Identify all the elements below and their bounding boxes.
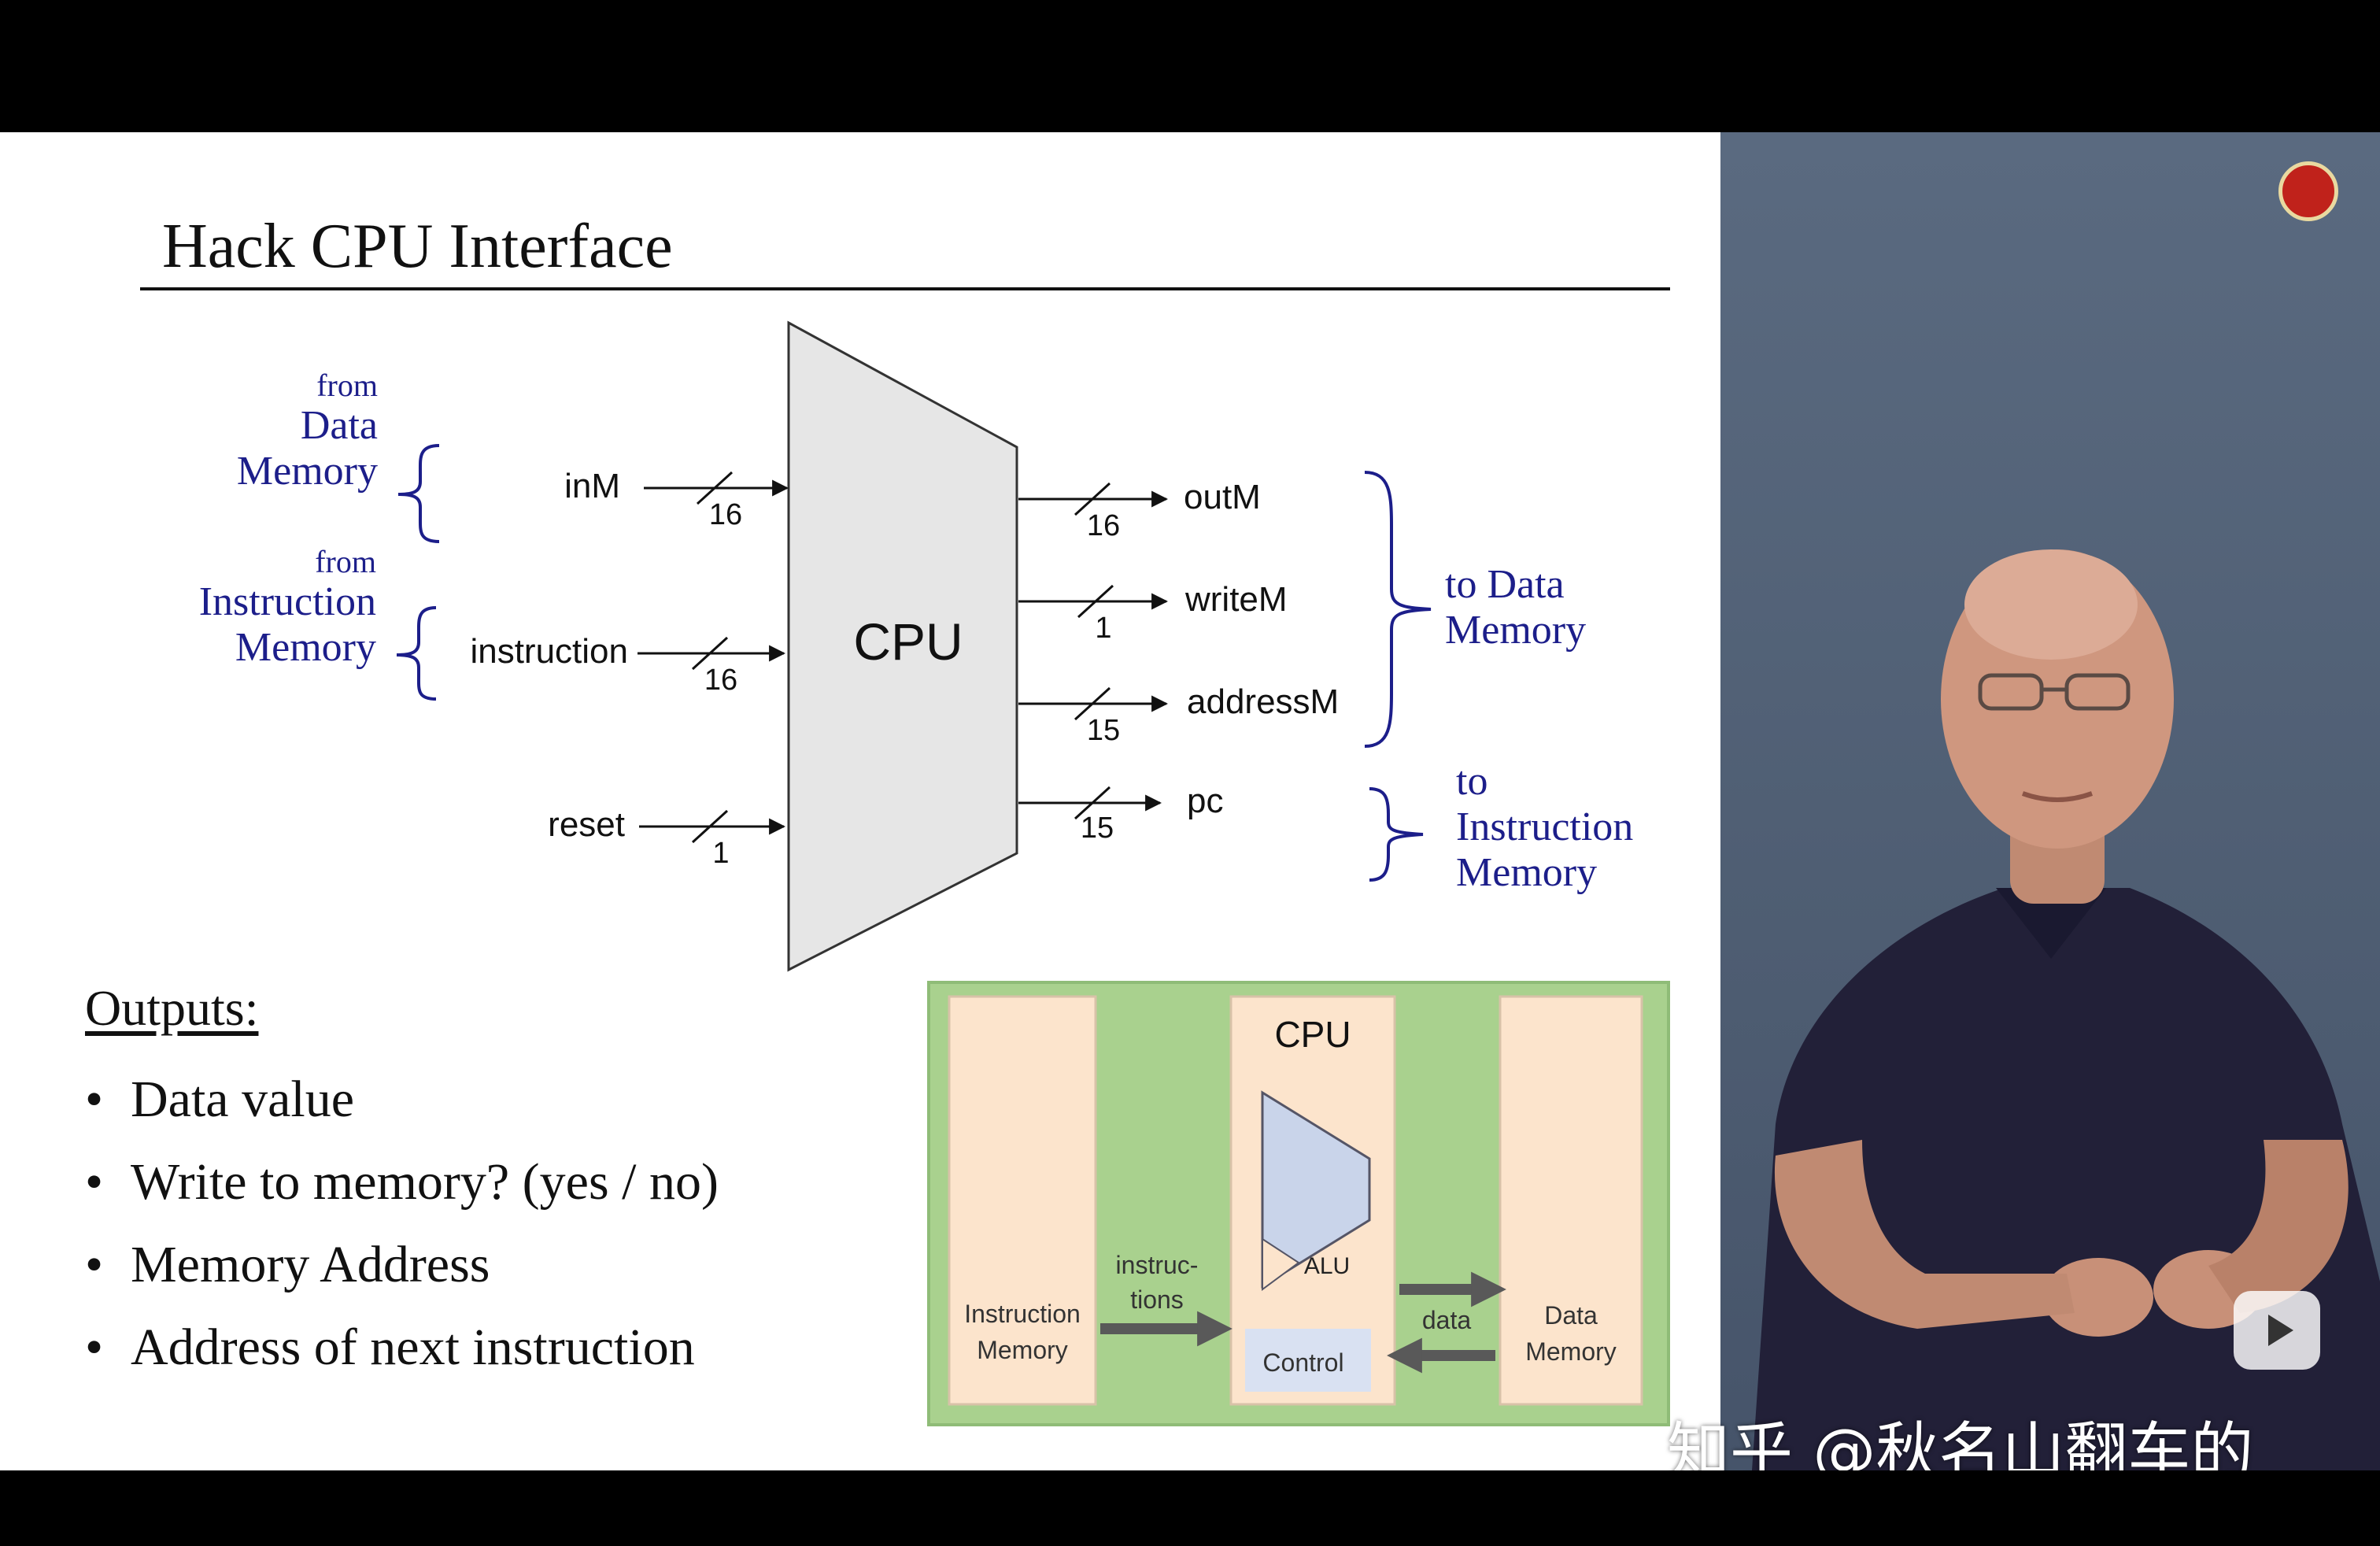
to-data-memory-label: to Data Memory	[1445, 562, 1587, 653]
play-button[interactable]	[2234, 1291, 2320, 1370]
slide-title: Hack CPU Interface	[162, 212, 673, 281]
instruction-memory-block	[948, 995, 1097, 1406]
signal-outM: outM	[1184, 478, 1261, 516]
head-shine	[1964, 549, 2138, 660]
presenter-video	[1720, 132, 2380, 1470]
bus-slash-instruction	[691, 636, 729, 671]
top-letterbox	[0, 0, 2380, 132]
mini-cpu-label: CPU	[1274, 1014, 1351, 1055]
signal-writeM: writeM	[1184, 580, 1288, 619]
bus-width-outM: 16	[1087, 509, 1120, 542]
brace-from-data-memory	[397, 444, 440, 543]
mini-instruction-memory-label: Instruction	[964, 1300, 1081, 1328]
instructions-label: instruc-	[1116, 1251, 1199, 1279]
bus-width-pc: 15	[1081, 812, 1114, 845]
signal-pc: pc	[1187, 782, 1223, 820]
brace-to-data-memory	[1364, 471, 1432, 748]
bus-slash-addressM	[1074, 686, 1111, 721]
signal-inM: inM	[564, 467, 620, 505]
outputs-list: •Data value •Write to memory? (yes / no)…	[85, 1058, 719, 1389]
play-icon	[2268, 1315, 2293, 1346]
left-arm	[1774, 1140, 2075, 1329]
lecture-slide: Hack CPU Interface CPU 16 16 1 16 1 15	[0, 132, 1720, 1470]
bus-width-inM: 16	[709, 498, 742, 531]
data-memory-block	[1499, 995, 1643, 1406]
cpu-interface-diagram: CPU 16 16 1 16 1 15 15 inM instruction r…	[396, 320, 1432, 972]
list-item: •Address of next instruction	[85, 1319, 695, 1376]
mini-instruction-memory-label-2: Memory	[977, 1336, 1068, 1364]
left-hand	[2043, 1258, 2153, 1337]
instructions-label-2: tions	[1130, 1285, 1184, 1314]
from-data-memory-label: from Data Memory	[236, 368, 378, 494]
bus-slash-reset	[691, 809, 729, 844]
cpu-block	[787, 320, 1018, 972]
control-label: Control	[1262, 1348, 1343, 1377]
alu-notch	[1262, 1237, 1300, 1291]
signal-addressM: addressM	[1187, 682, 1339, 721]
computer-architecture-diagram: Instruction Memory instruc- tions CPU AL…	[927, 981, 1670, 1426]
list-item: •Write to memory? (yes / no)	[85, 1153, 719, 1211]
signal-instruction: instruction	[470, 632, 628, 671]
alu-label: ALU	[1304, 1253, 1350, 1279]
bus-width-writeM: 1	[1095, 612, 1111, 645]
data-label: data	[1422, 1306, 1471, 1334]
glasses-left	[1978, 673, 2044, 711]
control-block	[1245, 1329, 1371, 1392]
bottom-letterbox	[0, 1470, 2380, 1546]
bus-width-addressM: 15	[1087, 714, 1120, 747]
bus-slash-outM	[1074, 482, 1111, 516]
glasses-right	[2064, 673, 2131, 711]
list-item: •Data value	[85, 1071, 355, 1128]
mouth	[2021, 791, 2094, 802]
channel-logo-icon	[2278, 161, 2338, 221]
outputs-heading: Outputs:	[85, 980, 259, 1036]
presenter-figure	[1752, 549, 2380, 1470]
brace-to-instruction-memory	[1369, 787, 1424, 882]
bus-width-instruction: 16	[704, 664, 737, 697]
bus-slash-writeM	[1077, 584, 1114, 619]
bus-slash-pc	[1074, 786, 1111, 820]
list-item: •Memory Address	[85, 1236, 490, 1293]
from-instruction-memory-label: from Instruction Memory	[198, 544, 376, 671]
title-rule	[140, 287, 1670, 290]
right-arm	[2208, 1140, 2349, 1313]
signal-reset: reset	[548, 805, 625, 844]
bus-slash-inM	[696, 471, 734, 505]
collar	[1996, 888, 2106, 959]
cpu-label: CPU	[853, 612, 963, 671]
alu-shape	[1261, 1090, 1371, 1289]
mini-data-memory-label: Data	[1544, 1301, 1598, 1330]
bus-width-reset: 1	[712, 837, 729, 870]
brace-from-instruction-memory	[396, 606, 437, 701]
to-instruction-memory-label: to Instruction Memory	[1456, 759, 1634, 895]
mini-data-memory-label-2: Memory	[1525, 1337, 1617, 1366]
